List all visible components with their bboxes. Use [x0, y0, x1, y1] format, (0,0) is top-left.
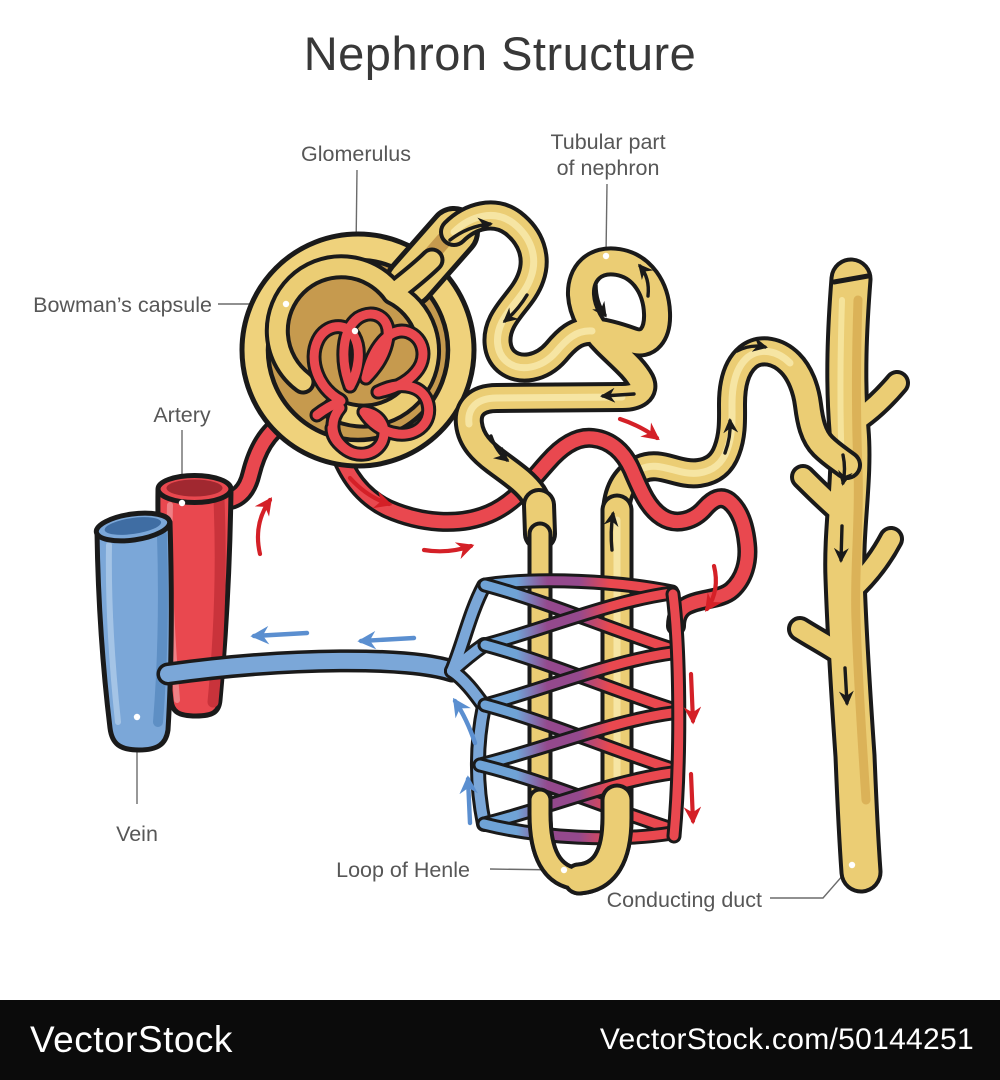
filtrate-flow-arrows	[448, 217, 854, 706]
loop-of-henle-bend	[527, 783, 634, 896]
vectorstock-logo: VectorStock	[30, 1019, 233, 1060]
label-conducting-duct: Conducting duct	[607, 888, 762, 912]
label-vein: Vein	[116, 822, 158, 846]
label-bowmans-capsule: Bowman’s capsule	[33, 293, 212, 317]
conducting-duct	[787, 257, 910, 894]
blood-flow-arrows-red	[254, 416, 723, 825]
vasa-recta-mesh	[472, 573, 687, 846]
leader-dots	[133, 252, 856, 874]
label-tubular-part-line1: Tubular part	[550, 130, 665, 154]
nephron-diagram: Nephron Structure Glomerulus Tubular par…	[33, 27, 910, 912]
vectorstock-credit: VectorStock.com/50144251	[599, 1023, 974, 1056]
renal-venule	[156, 578, 492, 832]
artery-opening	[166, 479, 223, 497]
vein-opening	[104, 517, 162, 535]
label-tubular-part-line2: of nephron	[557, 156, 660, 180]
tubular-part-leader	[605, 183, 608, 256]
glomerulus-capillaries	[306, 306, 437, 462]
label-loop-of-henle: Loop of Henle	[336, 858, 470, 882]
conducting-duct-leader	[770, 865, 852, 899]
page-title: Nephron Structure	[304, 27, 697, 80]
blood-flow-arrows-blue	[250, 625, 478, 826]
label-glomerulus: Glomerulus	[301, 142, 411, 166]
vein-cylinder	[93, 510, 174, 753]
efferent-arteriole	[322, 418, 758, 636]
watermark-bar: VectorStock VectorStock.com/50144251	[0, 1000, 1000, 1080]
label-artery: Artery	[153, 403, 211, 427]
